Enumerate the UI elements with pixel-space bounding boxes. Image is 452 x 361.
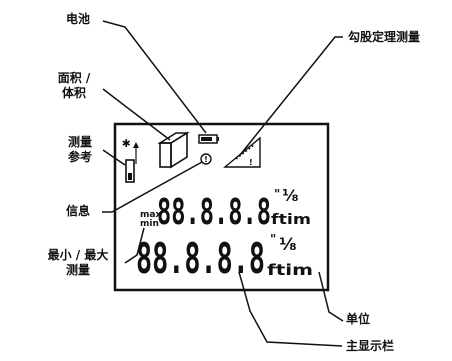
battery-label: 电池 [66, 12, 91, 26]
battery-leader-line [102, 20, 207, 134]
main-display-leader-line [238, 271, 343, 347]
info-label: 信息 [66, 204, 91, 218]
reference-label-line1: 测量 [67, 135, 92, 149]
minmax-label-line2: 测量 [65, 263, 90, 277]
pythagoras-leader-line [239, 36, 343, 156]
reference-label: 测量 参考 [60, 135, 100, 165]
battery-icon [198, 134, 219, 144]
unit-leader-line [318, 271, 344, 322]
reference-device-tip-icon [128, 173, 132, 180]
minmax-leader-line [124, 227, 145, 264]
min-label: min [140, 219, 159, 229]
reference-device-icon [125, 159, 135, 183]
info-symbol: ! [204, 155, 208, 164]
leader-lines [102, 20, 344, 347]
pythagoras-info-icon: ! [249, 158, 253, 167]
main-reading: 88.8.8.8 [136, 234, 265, 283]
reference-leader-line [102, 149, 126, 166]
main-feet-inch-mark: " [270, 232, 276, 246]
minmax-label-line1: 最小 / 最大 [47, 248, 109, 262]
area-volume-label: 面积 / 体积 [44, 71, 104, 101]
secondary-unit: ftim [271, 212, 311, 228]
info-leader-line [102, 161, 203, 213]
lcd-frame [113, 122, 330, 292]
minmax-label: 最小 / 最大 测量 [38, 248, 118, 278]
pythagoras-label: 勾股定理测量 [348, 30, 421, 44]
cube-icon [157, 131, 190, 169]
area-volume-leader-line [102, 88, 171, 141]
area-volume-label-line1: 面积 / [57, 71, 91, 85]
max-label: max [140, 210, 161, 220]
secondary-fraction: ¹⁄₈ [282, 186, 299, 205]
area-volume-label-line2: 体积 [61, 86, 86, 100]
main-display-label: 主显示栏 [346, 339, 395, 353]
laser-symbol: ✱ [122, 135, 131, 151]
main-fraction: ¹⁄₈ [279, 235, 297, 255]
unit-label: 单位 [346, 312, 371, 326]
secondary-reading: 88.8.8.8 [157, 192, 271, 233]
reference-arrow-head-icon [133, 142, 139, 148]
info-icon [200, 153, 212, 165]
reference-label-line2: 参考 [67, 150, 92, 164]
secondary-feet-inch-mark: " [274, 187, 280, 201]
main-unit: ftim [267, 261, 313, 279]
